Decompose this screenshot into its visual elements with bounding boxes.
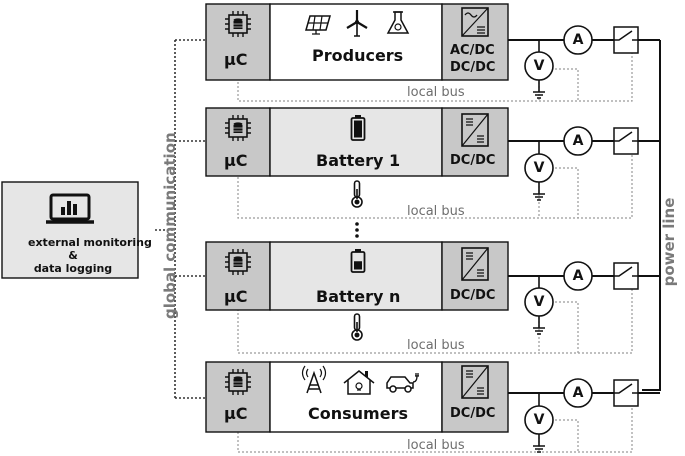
thermometer-icon — [351, 313, 363, 341]
controller-label: µC — [224, 404, 248, 423]
voltmeter-label: V — [533, 294, 545, 310]
thermometer-icon — [351, 180, 363, 208]
local-bus-label: local bus — [407, 438, 465, 453]
battery-icon — [350, 249, 366, 273]
battery-n-row — [205, 241, 660, 335]
battery-1-label: Battery 1 — [316, 151, 401, 170]
producers-label: Producers — [312, 46, 404, 65]
ac-dc-converter-icon — [461, 7, 489, 37]
external-monitoring-line3: data logging — [33, 262, 113, 275]
local-bus-label: local bus — [407, 204, 465, 219]
ammeter-label: A — [572, 32, 584, 48]
controller-label: µC — [224, 287, 248, 306]
external-monitoring-line2: & — [68, 249, 78, 262]
external-monitoring-line1: external monitoring — [28, 236, 152, 249]
ground-icon — [532, 85, 546, 99]
converter-box — [441, 107, 509, 177]
converter-label-bottom: DC/DC — [450, 60, 496, 75]
converter-label: DC/DC — [450, 288, 496, 303]
switch-icon — [613, 262, 639, 290]
flask-icon — [386, 11, 410, 34]
local-bus-label: local bus — [407, 85, 465, 100]
ammeter — [563, 378, 593, 408]
external-monitoring-label: external monitoring & data logging — [28, 236, 152, 275]
controller-box — [205, 3, 271, 81]
ammeter — [563, 261, 593, 291]
voltmeter-label: V — [533, 412, 545, 428]
converter-box — [441, 241, 509, 311]
switch-icon — [613, 127, 639, 155]
battery-icon — [350, 115, 366, 141]
controller-label: µC — [224, 50, 248, 69]
local-bus-label: local bus — [407, 338, 465, 353]
consumer-row — [205, 361, 660, 453]
consumers-label: Consumers — [308, 404, 408, 423]
ammeter-label: A — [572, 385, 584, 401]
chip-icon — [224, 368, 252, 396]
battery-n-label: Battery n — [316, 287, 401, 306]
controller-box — [205, 241, 271, 311]
laptop-chart-icon — [46, 193, 94, 224]
controller-label: µC — [224, 151, 248, 170]
ellipsis-dot — [355, 222, 359, 226]
electric-car-icon — [386, 373, 419, 393]
producer-row — [205, 3, 660, 99]
converter-label: DC/DC — [450, 406, 496, 421]
chip-icon — [224, 114, 252, 142]
ammeter — [563, 126, 593, 156]
solar-panel-icon — [305, 15, 331, 35]
converter-label: DC/DC — [450, 153, 496, 168]
ammeter-label: A — [572, 268, 584, 284]
chip-icon — [224, 10, 252, 38]
external-monitoring-box — [1, 181, 139, 279]
battery-1-row — [205, 107, 660, 201]
ellipsis-dot — [355, 234, 359, 238]
switch-icon — [613, 26, 639, 54]
ellipsis-dot — [355, 228, 359, 232]
antenna-icon — [301, 365, 327, 394]
ammeter-label: A — [572, 133, 584, 149]
global-communication-label: global communication — [161, 132, 179, 319]
ammeter — [563, 25, 593, 55]
house-icon — [343, 370, 375, 395]
converter-label-top: AC/DC — [450, 43, 495, 58]
voltmeter-label: V — [533, 58, 545, 74]
producer-icons — [305, 10, 410, 37]
power-line-label: power line — [660, 197, 678, 287]
voltmeter-label: V — [533, 160, 545, 176]
converter-box — [441, 361, 509, 433]
chip-icon — [224, 248, 252, 276]
switch-icon — [613, 379, 639, 407]
ground-icon — [532, 321, 546, 335]
device-box — [269, 241, 443, 311]
wind-turbine-icon — [346, 10, 368, 37]
